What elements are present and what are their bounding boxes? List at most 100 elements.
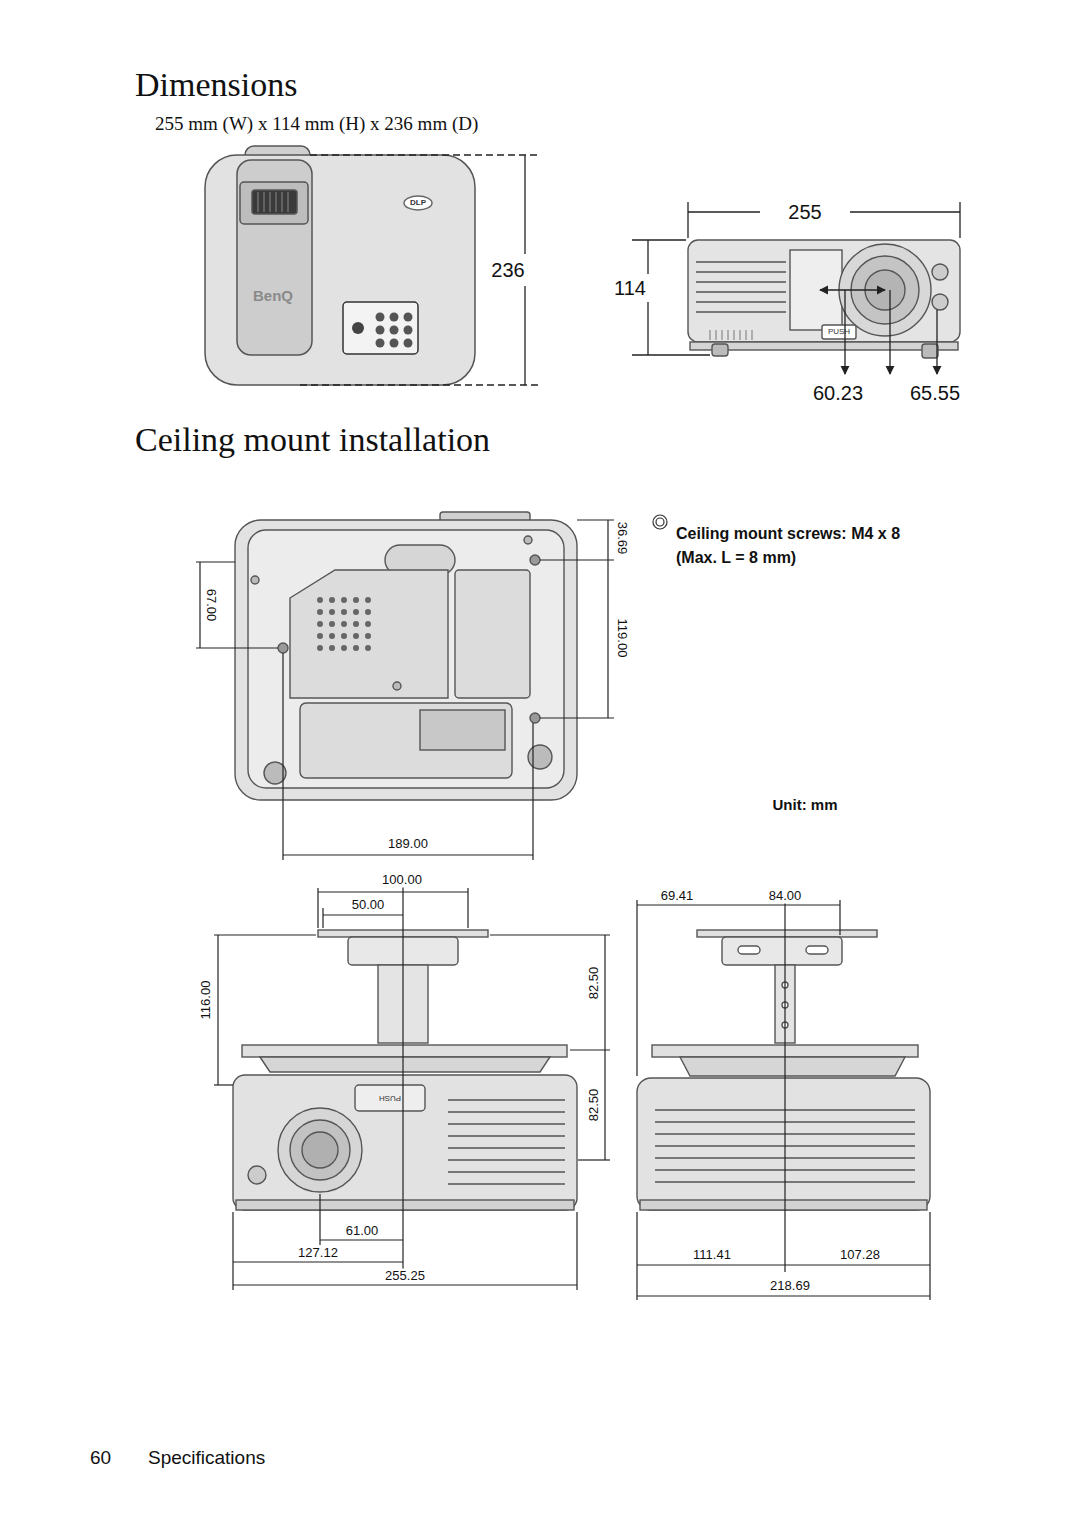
dlp-badge: DLP [408, 198, 428, 207]
drawing-part [448, 1135, 565, 1137]
drawing-part [607, 520, 608, 718]
drawing-part [696, 261, 786, 263]
dimension-value: 218.69 [768, 1279, 812, 1294]
drawing-part [716, 330, 717, 340]
drawing-part [696, 301, 786, 303]
drawing-part [738, 946, 760, 954]
projector-front-view [688, 240, 960, 358]
drawing-part [448, 1171, 565, 1173]
drawing-part [696, 281, 786, 283]
drawing-part [290, 570, 448, 698]
drawing-part [317, 645, 323, 651]
drawing-part [258, 192, 288, 212]
drawing-part [310, 154, 540, 155]
dimension-value: 236 [489, 259, 526, 282]
drawing-part [258, 192, 259, 212]
dimension-lines [214, 880, 610, 1290]
drawing-part [420, 710, 505, 750]
drawing-part [352, 322, 364, 334]
dimension-value: 65.55 [908, 382, 962, 405]
drawing-part [637, 904, 840, 905]
drawing-part [343, 302, 418, 354]
drawing-part [850, 211, 960, 212]
drawing-part [232, 1212, 233, 1290]
dimension-value: 119.00 [615, 617, 630, 660]
drawing-part [540, 559, 614, 560]
drawing-part [448, 1147, 565, 1149]
drawing-part [637, 1078, 930, 1210]
dimension-value: 255.25 [383, 1269, 427, 1284]
drawing-part [524, 155, 525, 254]
drawing-part [687, 202, 688, 238]
drawing-part [376, 326, 385, 335]
drawing-part [532, 723, 533, 860]
drawing-part [959, 202, 960, 238]
drawing-part [376, 313, 385, 322]
drawing-part [341, 621, 347, 627]
dimension-value: 114 [612, 277, 648, 300]
drawing-part [448, 1123, 565, 1125]
drawing-part [530, 713, 540, 723]
drawing-part [448, 1159, 565, 1161]
drawing-part [697, 930, 877, 937]
drawing-part [636, 1212, 637, 1300]
drawing-part [205, 155, 475, 385]
drawing-part [237, 160, 312, 355]
page-number: 60 [88, 1447, 113, 1469]
drawing-part [353, 645, 359, 651]
drawing-part [329, 597, 335, 603]
ceiling-mount-front [233, 930, 577, 1210]
drawing-part [710, 330, 711, 340]
drawing-part [283, 854, 533, 855]
drawing-part [319, 1194, 320, 1245]
drawing-part [653, 515, 667, 529]
drawing-part [317, 609, 323, 615]
drawing-part [696, 262, 786, 312]
drawing-part [329, 645, 335, 651]
drawing-part [390, 313, 399, 322]
drawing-part [740, 330, 741, 340]
drawing-part [365, 633, 371, 639]
drawing-part [282, 192, 283, 212]
dimension-value: 107.28 [838, 1248, 882, 1263]
drawing-part [932, 294, 948, 310]
drawing-part [540, 717, 614, 718]
section-heading: Ceiling mount installation [133, 420, 492, 459]
drawing-part [300, 703, 512, 778]
drawing-part [329, 633, 335, 639]
drawing-part [341, 633, 347, 639]
drawing-part [524, 286, 525, 385]
drawing-part [889, 290, 890, 374]
dimension-value: 60.23 [811, 382, 865, 405]
dimension-value: 127.12 [296, 1246, 340, 1261]
drawing-part [248, 530, 564, 788]
drawing-part [320, 1239, 403, 1240]
dimension-value: 69.41 [659, 889, 696, 904]
ceiling-mount-side [637, 930, 930, 1210]
drawing-part [317, 888, 318, 928]
drawing-part [353, 621, 359, 627]
drawing-part [322, 908, 323, 928]
drawing-part [235, 520, 577, 800]
drawing-part [680, 1057, 905, 1076]
drawing-part [341, 597, 347, 603]
drawing-part [728, 330, 729, 340]
drawing-part [647, 240, 648, 274]
dimension-lines [632, 202, 960, 374]
drawing-part [390, 326, 399, 335]
drawing-part [696, 311, 786, 313]
drawing-part [632, 239, 686, 240]
drawing-part [233, 1284, 577, 1285]
drawing-part [264, 192, 265, 212]
drawing-part [448, 1183, 565, 1185]
drawing-part [242, 1045, 567, 1057]
drawing-part [696, 291, 786, 293]
drawing-part [355, 1085, 425, 1111]
drawing-part [290, 1120, 350, 1180]
drawing-part [214, 934, 316, 935]
drawing-part [233, 1261, 403, 1262]
drawing-part [196, 647, 278, 648]
drawing-part [317, 633, 323, 639]
